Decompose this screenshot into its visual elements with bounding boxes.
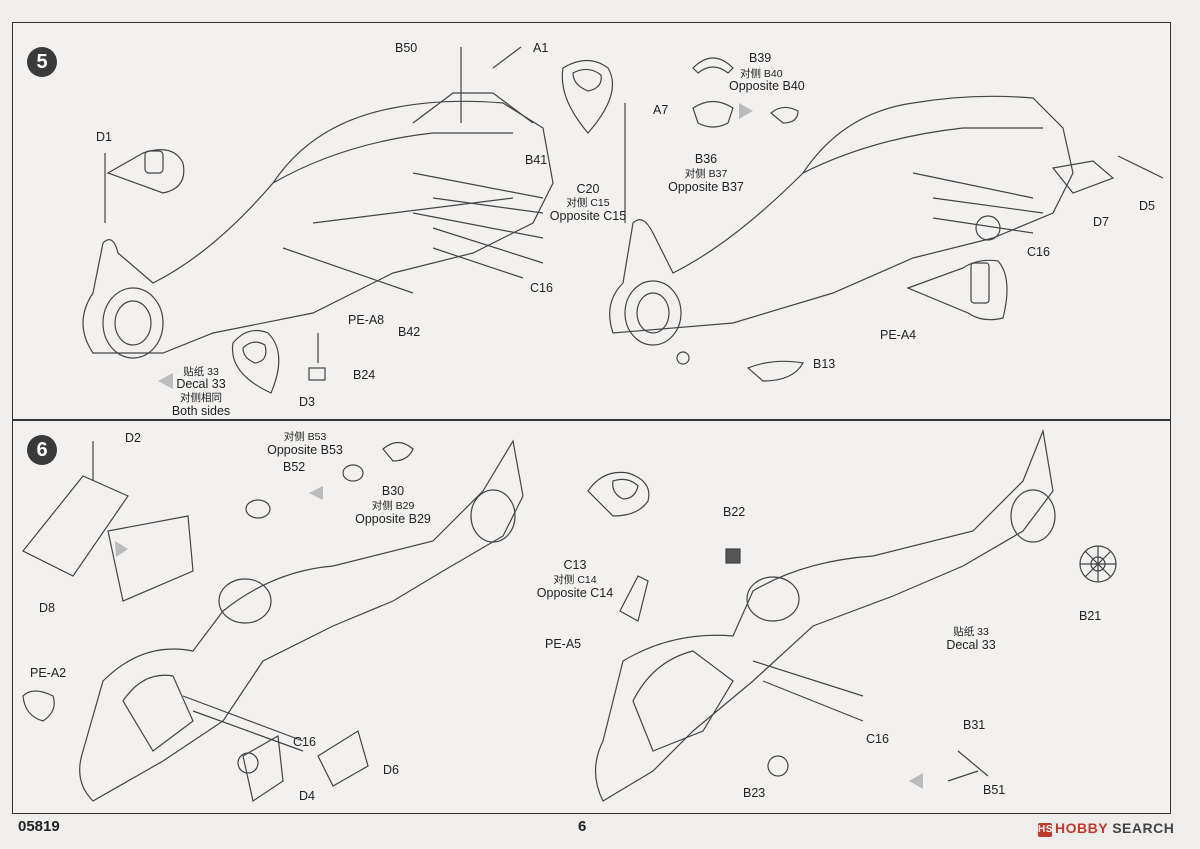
- part-label: Opposite B37: [668, 180, 744, 194]
- part-label: C16: [1027, 245, 1050, 259]
- part-label: D1: [96, 130, 112, 144]
- part-label-cn: 对侧 C15: [566, 197, 610, 209]
- decal-label-cn: 贴纸 33: [183, 366, 219, 378]
- part-label-cn: 对侧 B40: [740, 68, 783, 80]
- part-label: D7: [1093, 215, 1109, 229]
- part-label: B41: [525, 153, 548, 167]
- decal-label: Both sides: [171, 404, 231, 418]
- part-label: B21: [1079, 609, 1102, 623]
- brand-logo-icon: HS: [1038, 823, 1053, 837]
- part-label: B36: [694, 152, 718, 166]
- part-label: D3: [299, 395, 315, 409]
- part-label: B22: [723, 505, 746, 519]
- part-label: D6: [383, 763, 399, 777]
- part-label: PE-A5: [545, 637, 582, 651]
- part-label: D4: [299, 789, 315, 803]
- model-number: 05819: [18, 818, 60, 835]
- part-label: D2: [125, 431, 141, 445]
- part-label: B52: [283, 460, 306, 474]
- part-label: C16: [866, 732, 889, 746]
- step-6-panel: 6 D2 D8 对侧 B53 Opposite B53 B52 B30 对侧 B…: [12, 420, 1171, 814]
- part-label: B50: [395, 41, 418, 55]
- step-5-panel: 5 B50 A1 D1 B41 C20 对侧 C15 Opposite C15 …: [12, 22, 1171, 420]
- part-label: D8: [39, 601, 55, 615]
- part-label-cn: 对侧 B53: [283, 431, 327, 443]
- part-label: Opposite C15: [549, 209, 627, 223]
- part-label: Opposite B53: [267, 443, 343, 457]
- part-label: C20: [576, 182, 600, 196]
- part-label: C13: [563, 558, 587, 572]
- brand-text-search: SEARCH: [1107, 820, 1175, 836]
- step-5-helicopter-diagram: [82, 46, 1164, 394]
- part-label: C16: [293, 735, 316, 749]
- part-label: PE-A2: [30, 666, 67, 680]
- decal-label-cn: 对侧相同: [180, 392, 222, 404]
- part-label-cn: 对侧 C14: [553, 574, 597, 586]
- part-label: Opposite B40: [729, 79, 805, 93]
- decal-label: Decal 33: [946, 638, 996, 652]
- part-label: Opposite C14: [536, 586, 614, 600]
- part-label: PE-A4: [880, 328, 917, 342]
- brand-text-hobby: HOBBY: [1055, 820, 1108, 836]
- part-label: B51: [983, 783, 1006, 797]
- part-label: Opposite B29: [355, 512, 431, 526]
- part-label: B42: [398, 325, 421, 339]
- part-label: B39: [749, 51, 772, 65]
- part-label: B30: [381, 484, 405, 498]
- step-6-helicopter-diagram: [22, 428, 1117, 802]
- part-label: B24: [353, 368, 376, 382]
- step-number-badge: 5: [27, 47, 57, 77]
- part-label: B31: [963, 718, 986, 732]
- decal-label: Decal 33: [176, 377, 226, 391]
- step-number-badge: 6: [27, 435, 57, 465]
- part-label: PE-A8: [348, 313, 385, 327]
- part-label-cn: 对侧 B29: [371, 500, 415, 512]
- part-label: A1: [533, 41, 549, 55]
- part-label-cn: 对侧 B37: [684, 168, 728, 180]
- decal-label-cn: 贴纸 33: [953, 626, 989, 638]
- part-label: A7: [653, 103, 669, 117]
- part-label: B13: [813, 357, 836, 371]
- part-label: C16: [530, 281, 553, 295]
- part-label: B23: [743, 786, 766, 800]
- part-label: D5: [1139, 199, 1155, 213]
- page-number: 6: [578, 818, 587, 835]
